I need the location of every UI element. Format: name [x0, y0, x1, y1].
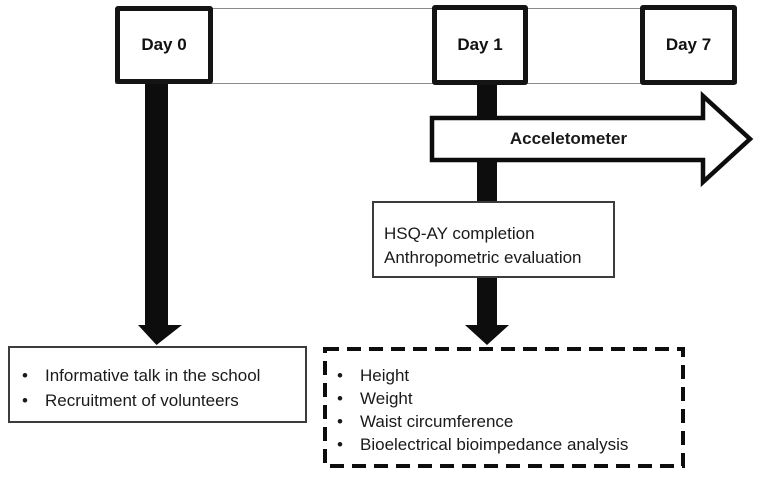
measurements-box: • Height • Weight • Waist circumference … — [325, 349, 683, 466]
day0-label: Day 0 — [141, 35, 187, 54]
accelerometer-right-arrow — [429, 90, 754, 188]
bullet-icon: • — [22, 391, 28, 410]
recruitment-item-label: Recruitment of volunteers — [45, 391, 239, 410]
recruitment-item: • Recruitment of volunteers — [10, 388, 305, 413]
measurement-item: • Height — [325, 364, 683, 387]
day-box-day0: Day 0 — [115, 6, 213, 84]
measurement-item: • Weight — [325, 387, 683, 410]
measurement-item-label: Height — [360, 366, 410, 385]
day7-label: Day 7 — [665, 35, 712, 54]
measurement-item-label: Bioelectrical bioimpedance analysis — [360, 435, 629, 454]
timeline-bar — [115, 8, 737, 84]
day0-down-arrow — [138, 84, 182, 345]
measurement-item-label: Waist circumference — [360, 412, 514, 431]
hsq-line-2: Anthropometric evaluation — [384, 248, 582, 267]
bullet-icon: • — [22, 366, 28, 385]
bullet-icon: • — [337, 412, 343, 431]
measurements-box-dashed-border — [323, 347, 685, 468]
hsq-evaluation-box: HSQ-AY completion Anthropometric evaluat… — [372, 201, 615, 278]
day1-label: Day 1 — [457, 35, 503, 54]
recruitment-box: • Informative talk in the school • Recru… — [8, 346, 307, 423]
recruitment-item: • Informative talk in the school — [10, 363, 305, 388]
bullet-icon: • — [337, 366, 343, 385]
bullet-icon: • — [337, 435, 343, 454]
recruitment-item-label: Informative talk in the school — [45, 366, 261, 385]
day-box-day7: Day 7 — [640, 5, 737, 85]
hsq-line-1: HSQ-AY completion — [384, 224, 535, 243]
measurement-item-label: Weight — [360, 389, 413, 408]
accelerometer-arrow-label: Acceletometer — [509, 129, 628, 148]
bullet-icon: • — [337, 389, 343, 408]
measurement-item: • Waist circumference — [325, 410, 683, 433]
day-box-day1: Day 1 — [432, 5, 528, 85]
measurement-item: • Bioelectrical bioimpedance analysis — [325, 433, 683, 456]
